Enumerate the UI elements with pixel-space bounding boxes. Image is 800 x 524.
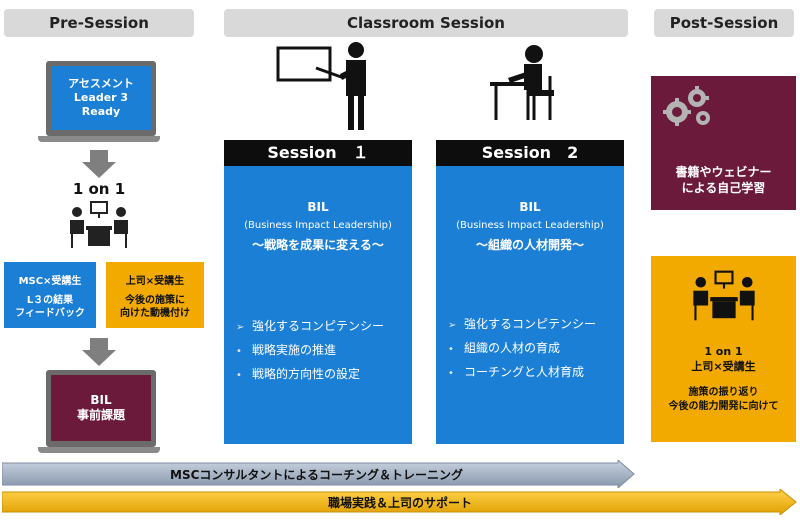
post-one-on-one-box: 1 on 1 上司×受講生 施策の振り返り 今後の能力開発に向けて [651,256,796,442]
self-study-box: 書籍やウェビナー による自己学習 [651,76,796,210]
post-one-on-one-title: 1 on 1 上司×受講生 [691,345,756,373]
dot-bullet-icon: • [236,370,242,381]
post-session-header: Post-Session [654,9,794,37]
msc-box-body: L３の結果 フィードバック [15,295,85,319]
bullet-item: • 戦略実施の推進 [236,338,384,362]
coaching-bar-arrow [2,460,635,488]
msc-box-title: MSC×受講生 [18,276,82,287]
dot-bullet-icon: • [236,346,242,357]
bil-prework-laptop: BIL 事前課題 [46,370,156,447]
pre-session-header: Pre-Session [4,9,194,37]
dot-bullet-icon: • [448,344,454,355]
bullet-item: • 戦略的方向性の設定 [236,362,384,386]
down-arrow-icon [82,150,116,178]
student-desk-icon [490,45,554,120]
bil-prework-text: BIL 事前課題 [76,393,125,422]
bullet-item: ➢ 強化するコンピテンシー [448,312,596,336]
meeting-icon [70,201,128,248]
classroom-session-header: Classroom Session [224,9,628,37]
bullet-text: 組織の人材の育成 [464,341,561,355]
laptop-base [38,136,160,142]
bullet-text: コーチングと人材育成 [464,365,585,379]
bullet-text: 戦略的方向性の設定 [252,367,361,381]
arrow-bullet-icon: ➢ [236,322,245,333]
bullet-text: 戦略実施の推進 [252,343,337,357]
presenter-icon [276,42,366,130]
assessment-text: アセスメント Leader 3 Ready [68,77,134,118]
meeting-icon [693,270,755,321]
support-bar-arrow [2,489,797,515]
boss-box-title: 上司×受講生 [125,276,185,287]
session-2-title: BIL [519,200,541,214]
coaching-bar-label: MSCコンサルタントによるコーチング＆トレーニング [170,468,464,482]
session-1-title: BIL [307,200,329,214]
session-2-header: Session 2 [436,140,624,166]
bullet-text: 強化するコンピテンシー [252,319,385,333]
bullet-item: • 組織の人材の育成 [448,336,596,360]
session-2-bullets: ➢ 強化するコンピテンシー • 組織の人材の育成 • コーチングと人材育成 [448,312,596,384]
session-1-subtitle: (Business Impact Leadership) [244,220,392,231]
session-1-theme: ～戦略を成果に変える～ [252,238,384,252]
gears-icon [663,86,710,126]
session-1-bullets: ➢ 強化するコンピテンシー • 戦略実施の推進 • 戦略的方向性の設定 [236,314,384,386]
session-2-subtitle: (Business Impact Leadership) [456,220,604,231]
laptop-base [38,447,160,453]
one-on-one-label: 1 on 1 [72,180,126,198]
session-2-theme: ～組織の人材開発～ [475,238,584,252]
self-study-text: 書籍やウェビナー による自己学習 [675,165,772,195]
dot-bullet-icon: • [448,368,454,379]
msc-feedback-box: MSC×受講生 L３の結果 フィードバック [4,262,96,328]
support-bar-label: 職場実践＆上司のサポート [328,496,473,510]
down-arrow-icon [82,338,116,366]
session-1-header: Session １ [224,140,412,166]
session-2-panel: BIL (Business Impact Leadership) ～組織の人材開… [436,166,624,444]
session-1-panel: BIL (Business Impact Leadership) ～戦略を成果に… [224,166,412,444]
bullet-text: 強化するコンピテンシー [464,317,597,331]
post-one-on-one-body: 施策の振り返り 今後の能力開発に向けて [668,387,779,412]
bullet-item: ➢ 強化するコンピテンシー [236,314,384,338]
assessment-laptop: アセスメント Leader 3 Ready [46,61,156,136]
arrow-bullet-icon: ➢ [448,320,457,331]
boss-motivation-box: 上司×受講生 今後の施策に 向けた動機付け [106,262,204,328]
bullet-item: • コーチングと人材育成 [448,360,596,384]
boss-box-body: 今後の施策に 向けた動機付け [120,295,190,319]
